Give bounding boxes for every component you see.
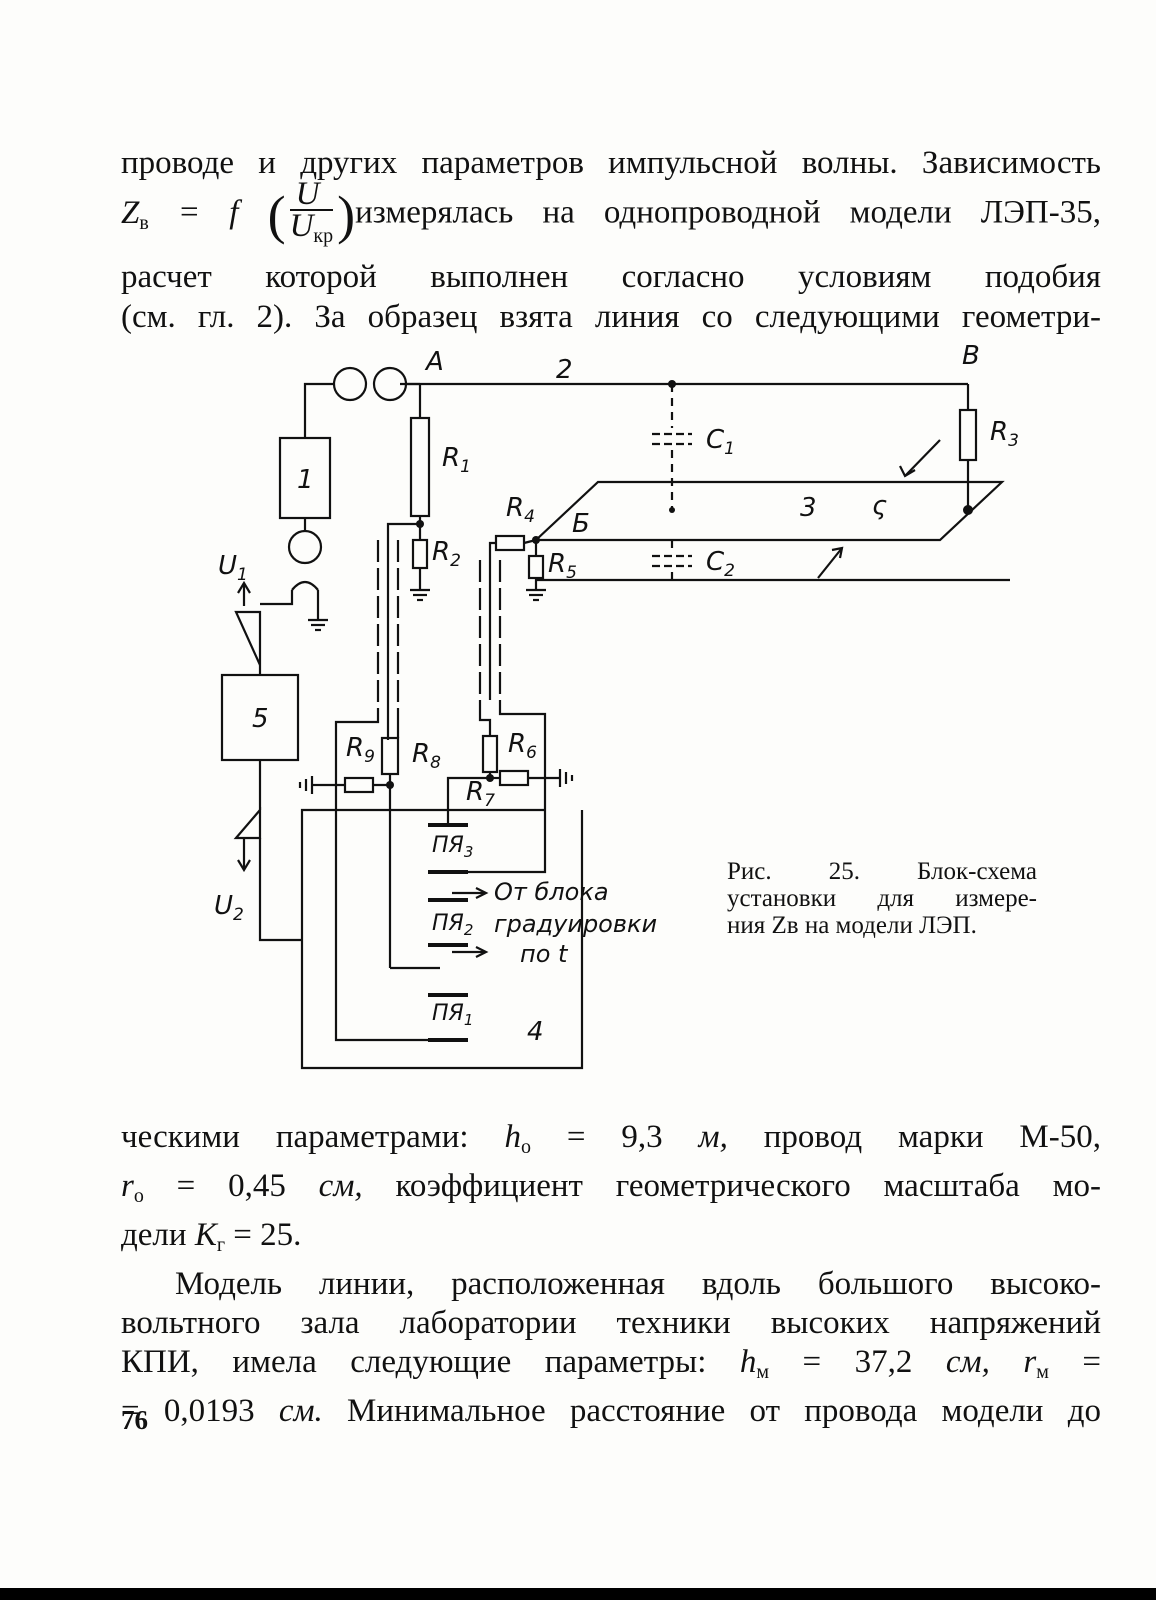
paren-close: ) xyxy=(337,185,356,245)
label-from-block-2: градуировки xyxy=(494,910,657,938)
text-line: проводе и других параметров импульсной в… xyxy=(121,145,1101,181)
label-pya1: ПЯ1 xyxy=(432,1001,473,1029)
label-model-3: 3 xyxy=(800,493,817,523)
label-block-1: 1 xyxy=(297,465,314,495)
text-line: расчет которой выполнен согласно условия… xyxy=(121,258,1101,295)
label-from-block-3: по t xyxy=(520,940,569,968)
formula-eq: = f xyxy=(177,194,239,231)
label-r8: R8 xyxy=(412,739,441,773)
label-r9: R9 xyxy=(346,733,375,767)
label-node-a: A xyxy=(424,347,444,377)
scan-border xyxy=(0,1588,1156,1600)
label-r5: R5 xyxy=(548,549,577,583)
label-c2: C2 xyxy=(706,547,735,581)
label-c1: C1 xyxy=(706,425,735,459)
label-r6: R6 xyxy=(508,729,537,763)
bottom-paragraph: ческими параметрами: hо = 9,3 м, провод … xyxy=(121,1118,1101,1431)
label-node-b-cyrillic: Б xyxy=(572,509,590,539)
label-r3: R3 xyxy=(990,417,1019,451)
figure-caption: Рис. 25. Блок-схема установки для измере… xyxy=(727,858,1037,939)
page-number: 76 xyxy=(121,1405,148,1435)
text-line: ческими параметрами: hо = 9,3 м, провод … xyxy=(121,1119,1101,1158)
label-block-4: 4 xyxy=(527,1017,544,1047)
label-r1: R1 xyxy=(442,443,471,477)
label-r4: R4 xyxy=(506,493,535,527)
top-paragraph: проводе и других параметров импульсной в… xyxy=(121,143,1101,337)
text-line: вольтного зала лаборатории техники высок… xyxy=(121,1305,1101,1341)
label-line-2: 2 xyxy=(556,355,573,385)
label-pya2: ПЯ2 xyxy=(432,911,473,939)
caption-line: ния Zв на модели ЛЭП. xyxy=(727,912,977,939)
caption-line: установки для измере- xyxy=(727,885,1037,912)
caption-line: Рис. 25. Блок-схема xyxy=(727,858,1037,885)
label-pya3: ПЯ3 xyxy=(432,833,473,861)
text-line: = 0,0193 см. Минимальное расстояние от п… xyxy=(121,1393,1101,1429)
text-line: Модель линии, расположенная вдоль большо… xyxy=(175,1266,1101,1302)
label-r7: R7 xyxy=(466,777,495,811)
label-from-block-1: От блока xyxy=(494,878,609,906)
label-u1: U1 xyxy=(218,551,248,585)
text-line: КПИ, имела следующие параметры: hм = 37,… xyxy=(121,1344,1101,1383)
text-line: rо = 0,45 см, коэффициент геометрическог… xyxy=(121,1168,1101,1207)
formula-lhs: Zв xyxy=(121,194,149,234)
label-node-b: B xyxy=(962,341,980,371)
label-block-5: 5 xyxy=(252,704,269,734)
text-line: (см. гл. 2). За образец взята линия со с… xyxy=(121,298,1101,335)
label-r2: R2 xyxy=(432,537,461,571)
text-line: дели Kг = 25. xyxy=(121,1217,302,1256)
label-u2: U2 xyxy=(214,891,244,925)
paren-open: ( xyxy=(267,185,286,245)
label-model-arrow: ς xyxy=(872,491,887,521)
text-line: измерялась на однопроводной модели ЛЭП-3… xyxy=(355,194,1102,231)
